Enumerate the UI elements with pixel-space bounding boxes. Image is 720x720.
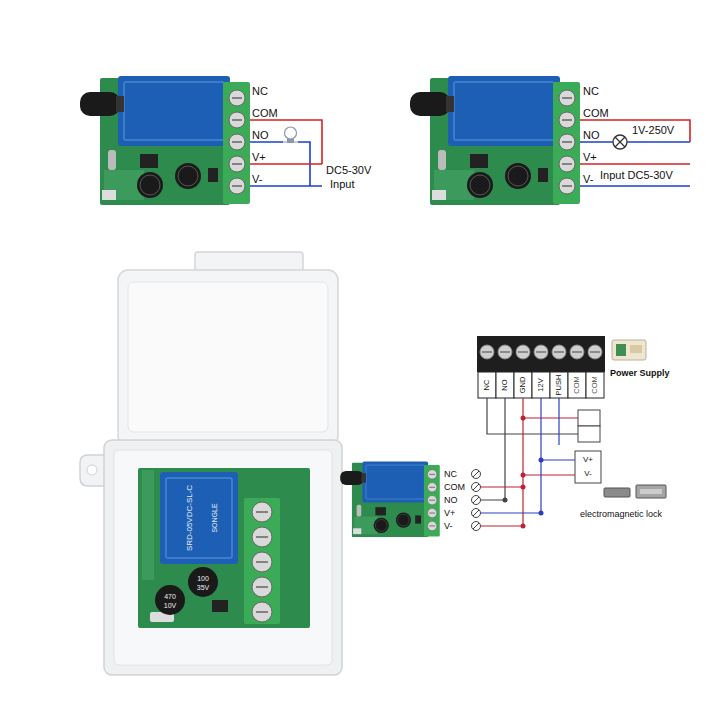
capacitor-marking: 470 (164, 593, 176, 600)
relay-board (138, 468, 310, 628)
relay-board (410, 76, 580, 205)
terminal-label: GND (519, 377, 527, 394)
case-lid (118, 270, 338, 446)
case-base-inner (114, 450, 332, 665)
relay-board (340, 462, 440, 538)
voltage-label: DC5-30V (326, 165, 371, 176)
relay-module (80, 76, 250, 205)
button-boxes (575, 410, 601, 483)
relay-marking: SRD-05VDC-SL-C (186, 485, 194, 551)
no-wire (627, 141, 690, 143)
terminal-label: NO (501, 379, 509, 390)
bulb-symbol (283, 127, 298, 143)
input-label: Input DC5-30V (600, 170, 673, 181)
vplus-wire (580, 163, 690, 165)
plastic-case (80, 252, 342, 675)
terminal-label: NC (444, 470, 457, 479)
input-label: Input (330, 179, 354, 190)
terminal-label: 12V (537, 378, 545, 391)
terminal-block (244, 498, 280, 624)
terminal-label: NO (583, 130, 600, 141)
lock-picture (604, 485, 666, 498)
terminal-label: V- (252, 174, 262, 185)
terminal-label: NO (252, 130, 269, 141)
part-label: Power Supply (610, 369, 670, 378)
vplus-wire (250, 163, 322, 165)
junction-dots (503, 416, 544, 529)
wiring (580, 120, 690, 186)
com-wire (580, 120, 690, 142)
lamp-symbol (613, 135, 627, 149)
part-label: electromagnetic lock (580, 510, 662, 519)
capacitor-marking: 10V (164, 602, 176, 609)
capacitor-marking: 35V (197, 584, 209, 591)
relay-marking: SONGLE (211, 503, 218, 532)
terminal-label: NC (483, 380, 491, 391)
terminal-label: NC (252, 86, 268, 97)
terminal-label: V+ (444, 509, 455, 518)
capacitor (155, 585, 185, 615)
terminal-label: COM (252, 108, 278, 119)
terminal-label: COM (573, 376, 581, 394)
lock-terminal-box (575, 451, 601, 483)
vminus-wire (250, 185, 322, 187)
wiring (250, 120, 322, 186)
no-wire (250, 141, 283, 143)
terminal-label: NO (444, 496, 458, 505)
module-screws (472, 470, 481, 531)
terminal-strip (477, 336, 605, 398)
relay-module (410, 76, 580, 205)
terminal-label: V- (583, 174, 593, 185)
terminal-label: COM (591, 376, 599, 394)
no-wire (580, 141, 613, 143)
relay (160, 472, 238, 564)
case-hole (87, 465, 97, 475)
voltage-label: 1V-250V (632, 125, 674, 136)
terminal-label: V- (444, 522, 453, 531)
terminal-label: COM (444, 483, 465, 492)
terminal-label: V+ (583, 456, 593, 464)
power-supply-picture (612, 340, 646, 360)
relay-board (80, 76, 250, 205)
wiring (481, 398, 578, 526)
terminal-label: COM (583, 108, 609, 119)
capacitor (188, 567, 218, 597)
case-base (104, 440, 342, 675)
terminal-label: V- (584, 470, 592, 478)
vminus-wire (580, 185, 690, 187)
terminal-label: V+ (583, 152, 597, 163)
capacitor-marking: 100 (197, 575, 209, 582)
case-lid-inner (128, 282, 328, 432)
com-wire (250, 120, 322, 164)
terminal-label: V+ (252, 152, 266, 163)
relay-module (340, 462, 440, 538)
terminal-label: NC (583, 86, 599, 97)
terminal-label: PUSH (555, 375, 563, 396)
